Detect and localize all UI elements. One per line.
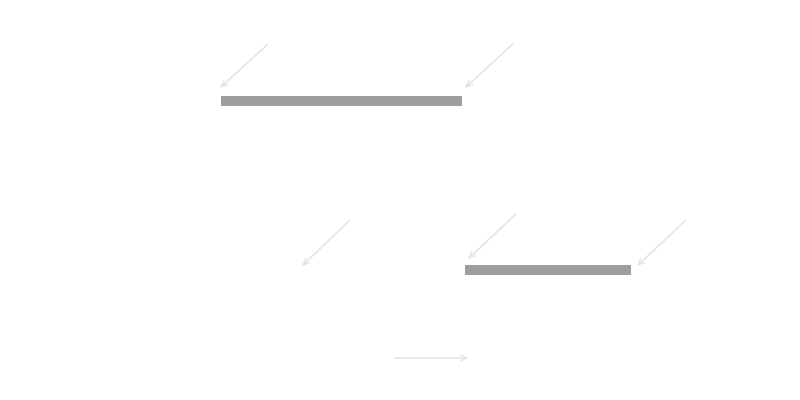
arrow-top-right (466, 43, 514, 87)
arrow-top-left (221, 43, 269, 87)
arrow-middle-right (638, 220, 686, 265)
arrow-middle-center (469, 213, 517, 258)
bottom-bar (465, 265, 631, 275)
top-bar (221, 96, 462, 106)
arrow-middle-left (303, 219, 351, 265)
